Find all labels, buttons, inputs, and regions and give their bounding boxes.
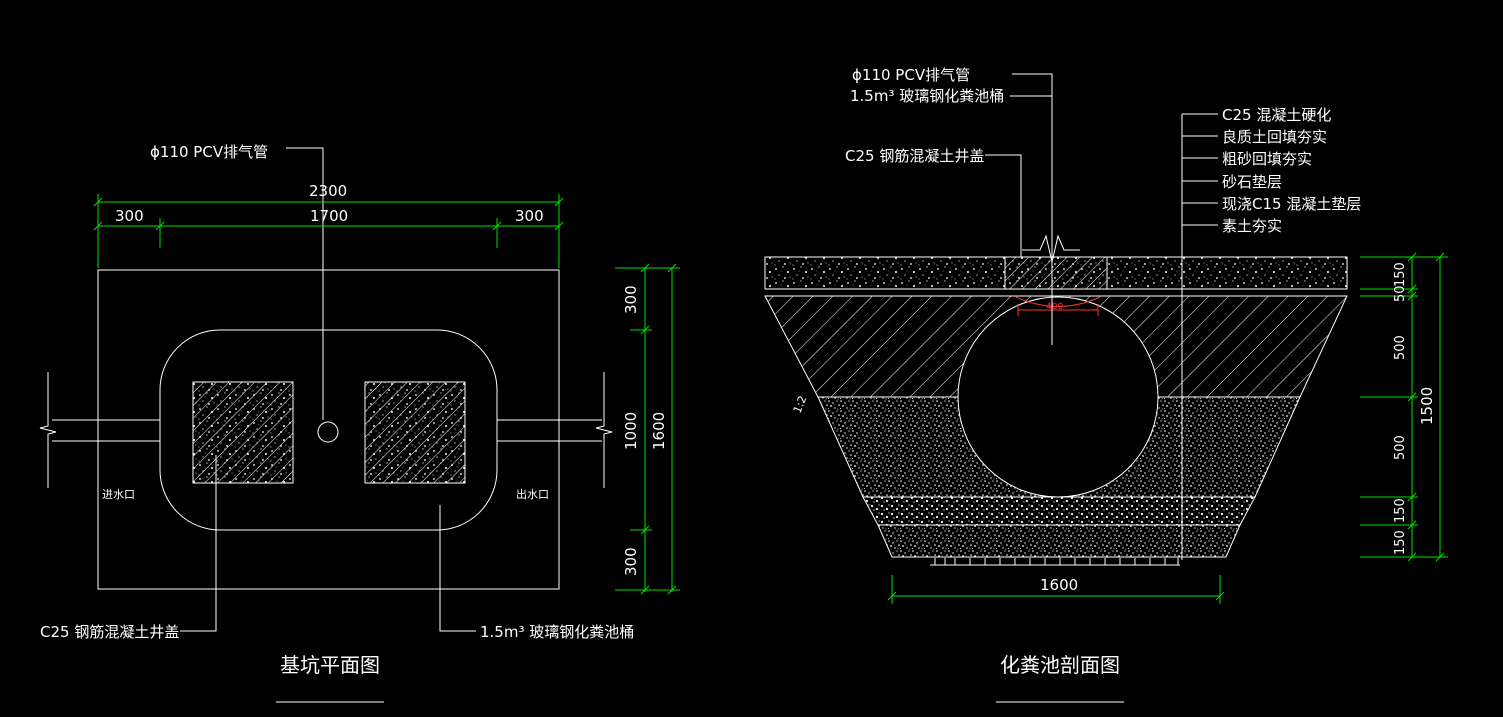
slope-label: 1:2 bbox=[791, 394, 810, 415]
plan-title: 基坑平面图 bbox=[280, 653, 380, 677]
plan-dim-right: 300 bbox=[515, 207, 544, 225]
layer-label-6: 素土夯实 bbox=[1222, 217, 1282, 235]
plan-vent-label: ϕ110 PCV排气管 bbox=[150, 143, 268, 161]
section-dim-v4: 500 bbox=[1393, 435, 1408, 460]
gravel-layer bbox=[862, 496, 1256, 526]
plan-dim-horizontal bbox=[93, 194, 564, 268]
plan-dim-vertical bbox=[615, 263, 680, 595]
plan-dim-total: 2300 bbox=[309, 182, 347, 200]
section-dim-bottom-text: 1600 bbox=[1040, 576, 1078, 594]
plan-dim-mid: 1700 bbox=[310, 207, 348, 225]
section-dim-vertical bbox=[1360, 252, 1448, 562]
plan-view: ϕ110 PCV排气管 C25 钢筋混凝土井盖 1.5m³ 玻璃钢化粪池桶 进水… bbox=[39, 143, 680, 703]
plan-cover-label: C25 钢筋混凝土井盖 bbox=[40, 623, 179, 641]
section-title: 化粪池剖面图 bbox=[1000, 653, 1120, 677]
vent-pipe-circle bbox=[317, 421, 339, 443]
plan-tank-label: 1.5m³ 玻璃钢化粪池桶 bbox=[480, 623, 634, 641]
layer-label-4: 砂石垫层 bbox=[1222, 173, 1282, 191]
plan-dim-v-top: 300 bbox=[622, 285, 640, 314]
layer-label-2: 良质土回填夯实 bbox=[1222, 128, 1327, 146]
tank-circle bbox=[957, 296, 1159, 498]
section-view: 400 ϕ110 PCV排气管 1.5m³ 玻璃钢化粪池桶 C25 钢筋混凝土井… bbox=[764, 66, 1448, 703]
section-dim-v2: 50 bbox=[1393, 285, 1408, 302]
section-dim-v-total: 1500 bbox=[1418, 387, 1436, 425]
section-dim-v3: 500 bbox=[1393, 335, 1408, 360]
tank-outline bbox=[159, 329, 498, 531]
plan-dim-v-bot: 300 bbox=[622, 547, 640, 576]
inlet-pipe bbox=[39, 372, 160, 488]
plan-dim-v-total: 1600 bbox=[650, 412, 668, 450]
plan-dim-v-mid: 1000 bbox=[622, 412, 640, 450]
section-vent-label: ϕ110 PCV排气管 bbox=[852, 66, 970, 84]
tank-neck bbox=[1015, 296, 1101, 307]
layer-label-5: 现浇C15 混凝土垫层 bbox=[1222, 195, 1361, 213]
compacted-soil bbox=[930, 558, 1180, 566]
section-dim-v5: 150 bbox=[1393, 498, 1408, 523]
section-dim-v6: 150 bbox=[1393, 530, 1408, 555]
inlet-label: 进水口 bbox=[102, 488, 135, 501]
section-tank-label: 1.5m³ 玻璃钢化粪池桶 bbox=[850, 87, 1004, 105]
outlet-label: 出水口 bbox=[516, 487, 549, 501]
cover-dim-text: 400 bbox=[1046, 302, 1063, 312]
plan-dim-left: 300 bbox=[115, 207, 144, 225]
section-dim-bottom bbox=[887, 575, 1225, 604]
layer-label-3: 粗砂回填夯实 bbox=[1222, 150, 1312, 168]
section-cover-label: C25 钢筋混凝土井盖 bbox=[845, 147, 984, 165]
outlet-pipe bbox=[497, 372, 613, 488]
section-cover bbox=[1004, 256, 1108, 290]
pit-outline bbox=[97, 269, 560, 590]
c15-base bbox=[877, 524, 1241, 558]
section-dim-v1: 150 bbox=[1393, 262, 1408, 287]
layer-label-1: C25 混凝土硬化 bbox=[1222, 106, 1331, 124]
